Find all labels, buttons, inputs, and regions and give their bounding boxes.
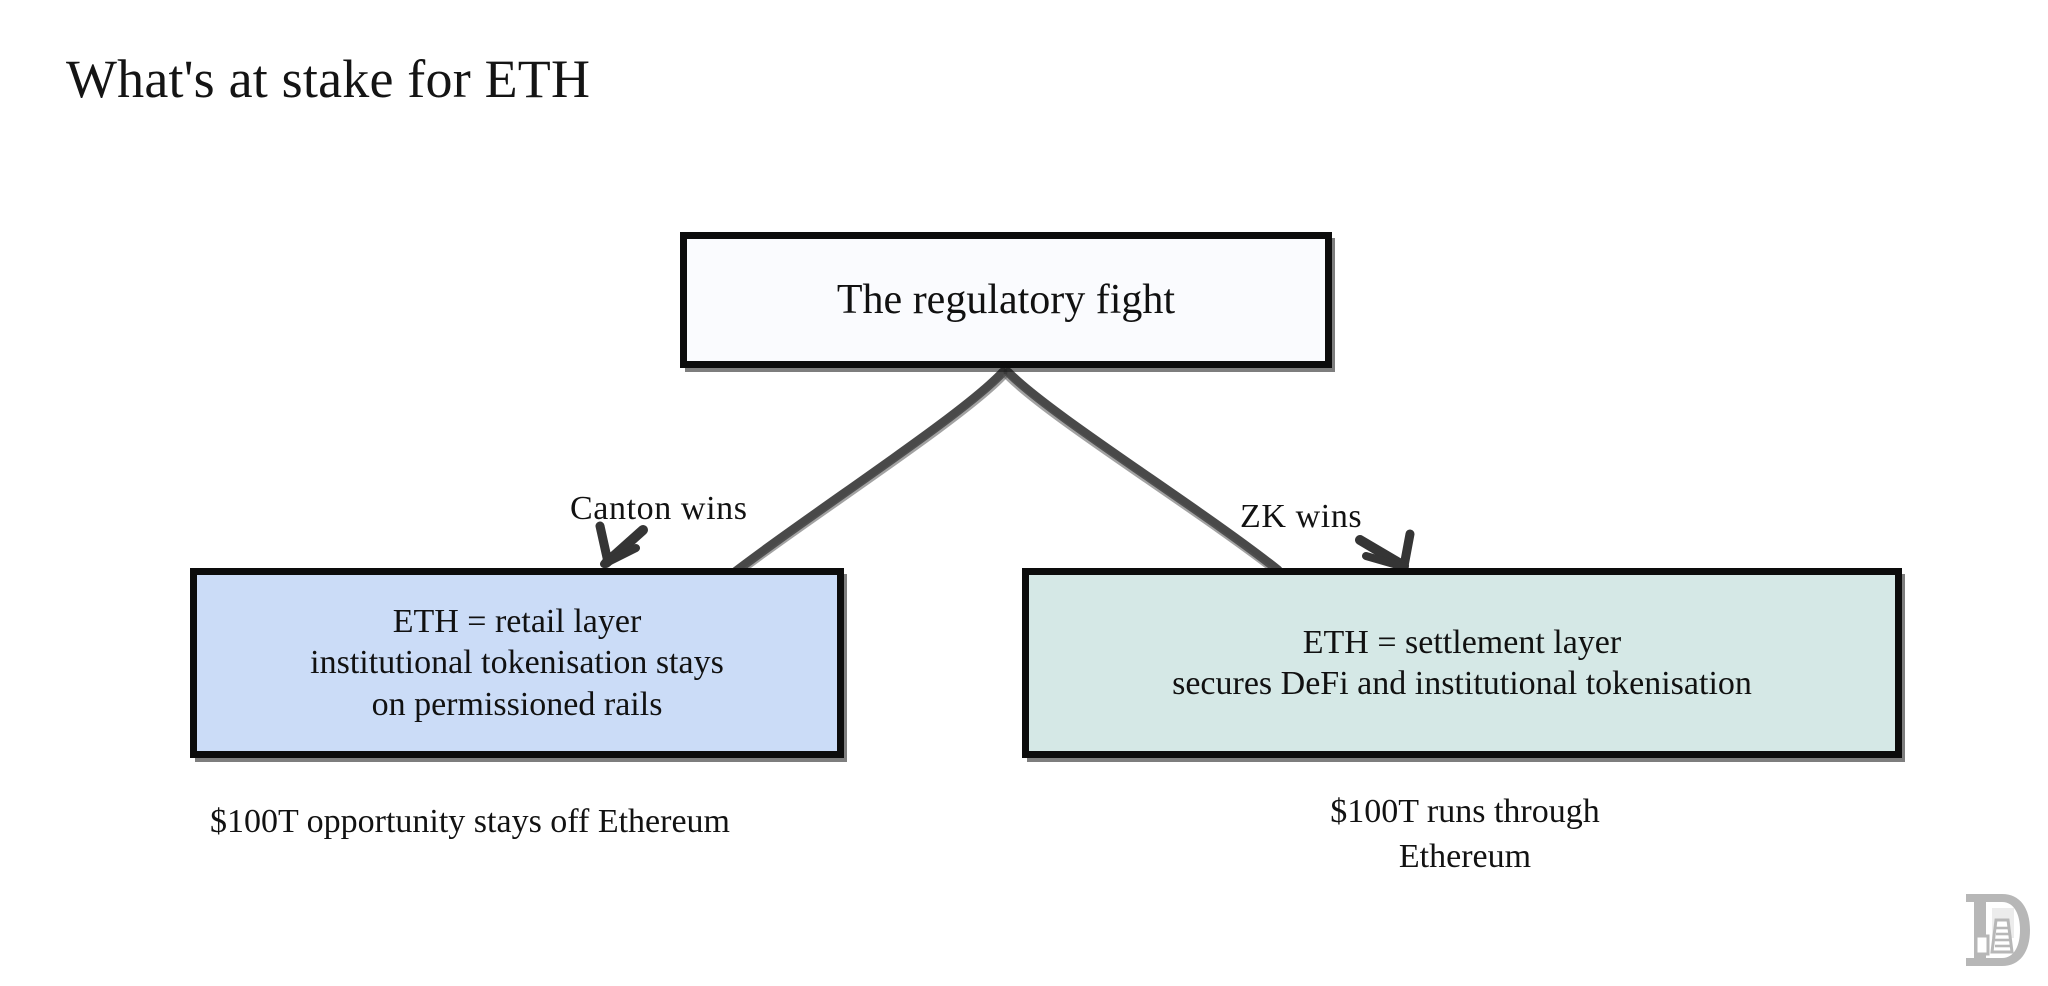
connector-line-right-texture [1003, 374, 1277, 575]
node-line: on permissioned rails [371, 685, 663, 723]
connector-line-left [713, 367, 1008, 590]
caption-line: $100T runs through [1330, 793, 1600, 830]
node-line: The regulatory fight [836, 276, 1176, 323]
node-line: ETH = retail layer [392, 602, 642, 640]
arrowhead-right [1355, 529, 1415, 571]
caption-line: $100T opportunity stays off Ethereum [209, 803, 730, 840]
connector-line-right [1003, 367, 1283, 575]
caption-canton-outcome: $100T opportunity stays off Ethereum [100, 800, 840, 845]
node-regulatory-fight-text: The regulatory fight [687, 275, 1325, 325]
edge-label-canton-wins: Canton wins [570, 490, 748, 527]
node-canton-outcome-text: ETH = retail layer institutional tokenis… [197, 601, 837, 725]
page-title: What's at stake for ETH [66, 49, 591, 109]
node-regulatory-fight[interactable]: The regulatory fight [680, 232, 1332, 368]
node-zk-outcome[interactable]: ETH = settlement layer secures DeFi and … [1022, 568, 1902, 758]
caption-line: Ethereum [1398, 837, 1532, 875]
connector-line-left-texture [719, 374, 1008, 590]
caption-zk-outcome: $100T runs through Ethereum [1130, 790, 1800, 880]
node-canton-outcome[interactable]: ETH = retail layer institutional tokenis… [190, 568, 844, 758]
node-line: ETH = settlement layer [1302, 623, 1622, 661]
node-zk-outcome-text: ETH = settlement layer secures DeFi and … [1029, 622, 1895, 705]
node-line: institutional tokenisation stays [310, 644, 724, 682]
node-line: secures DeFi and institutional tokenisat… [1172, 665, 1752, 702]
arrowhead-left [595, 521, 648, 568]
document-letter-d-logo-icon [1966, 894, 2030, 966]
edge-label-zk-wins: ZK wins [1240, 498, 1363, 535]
